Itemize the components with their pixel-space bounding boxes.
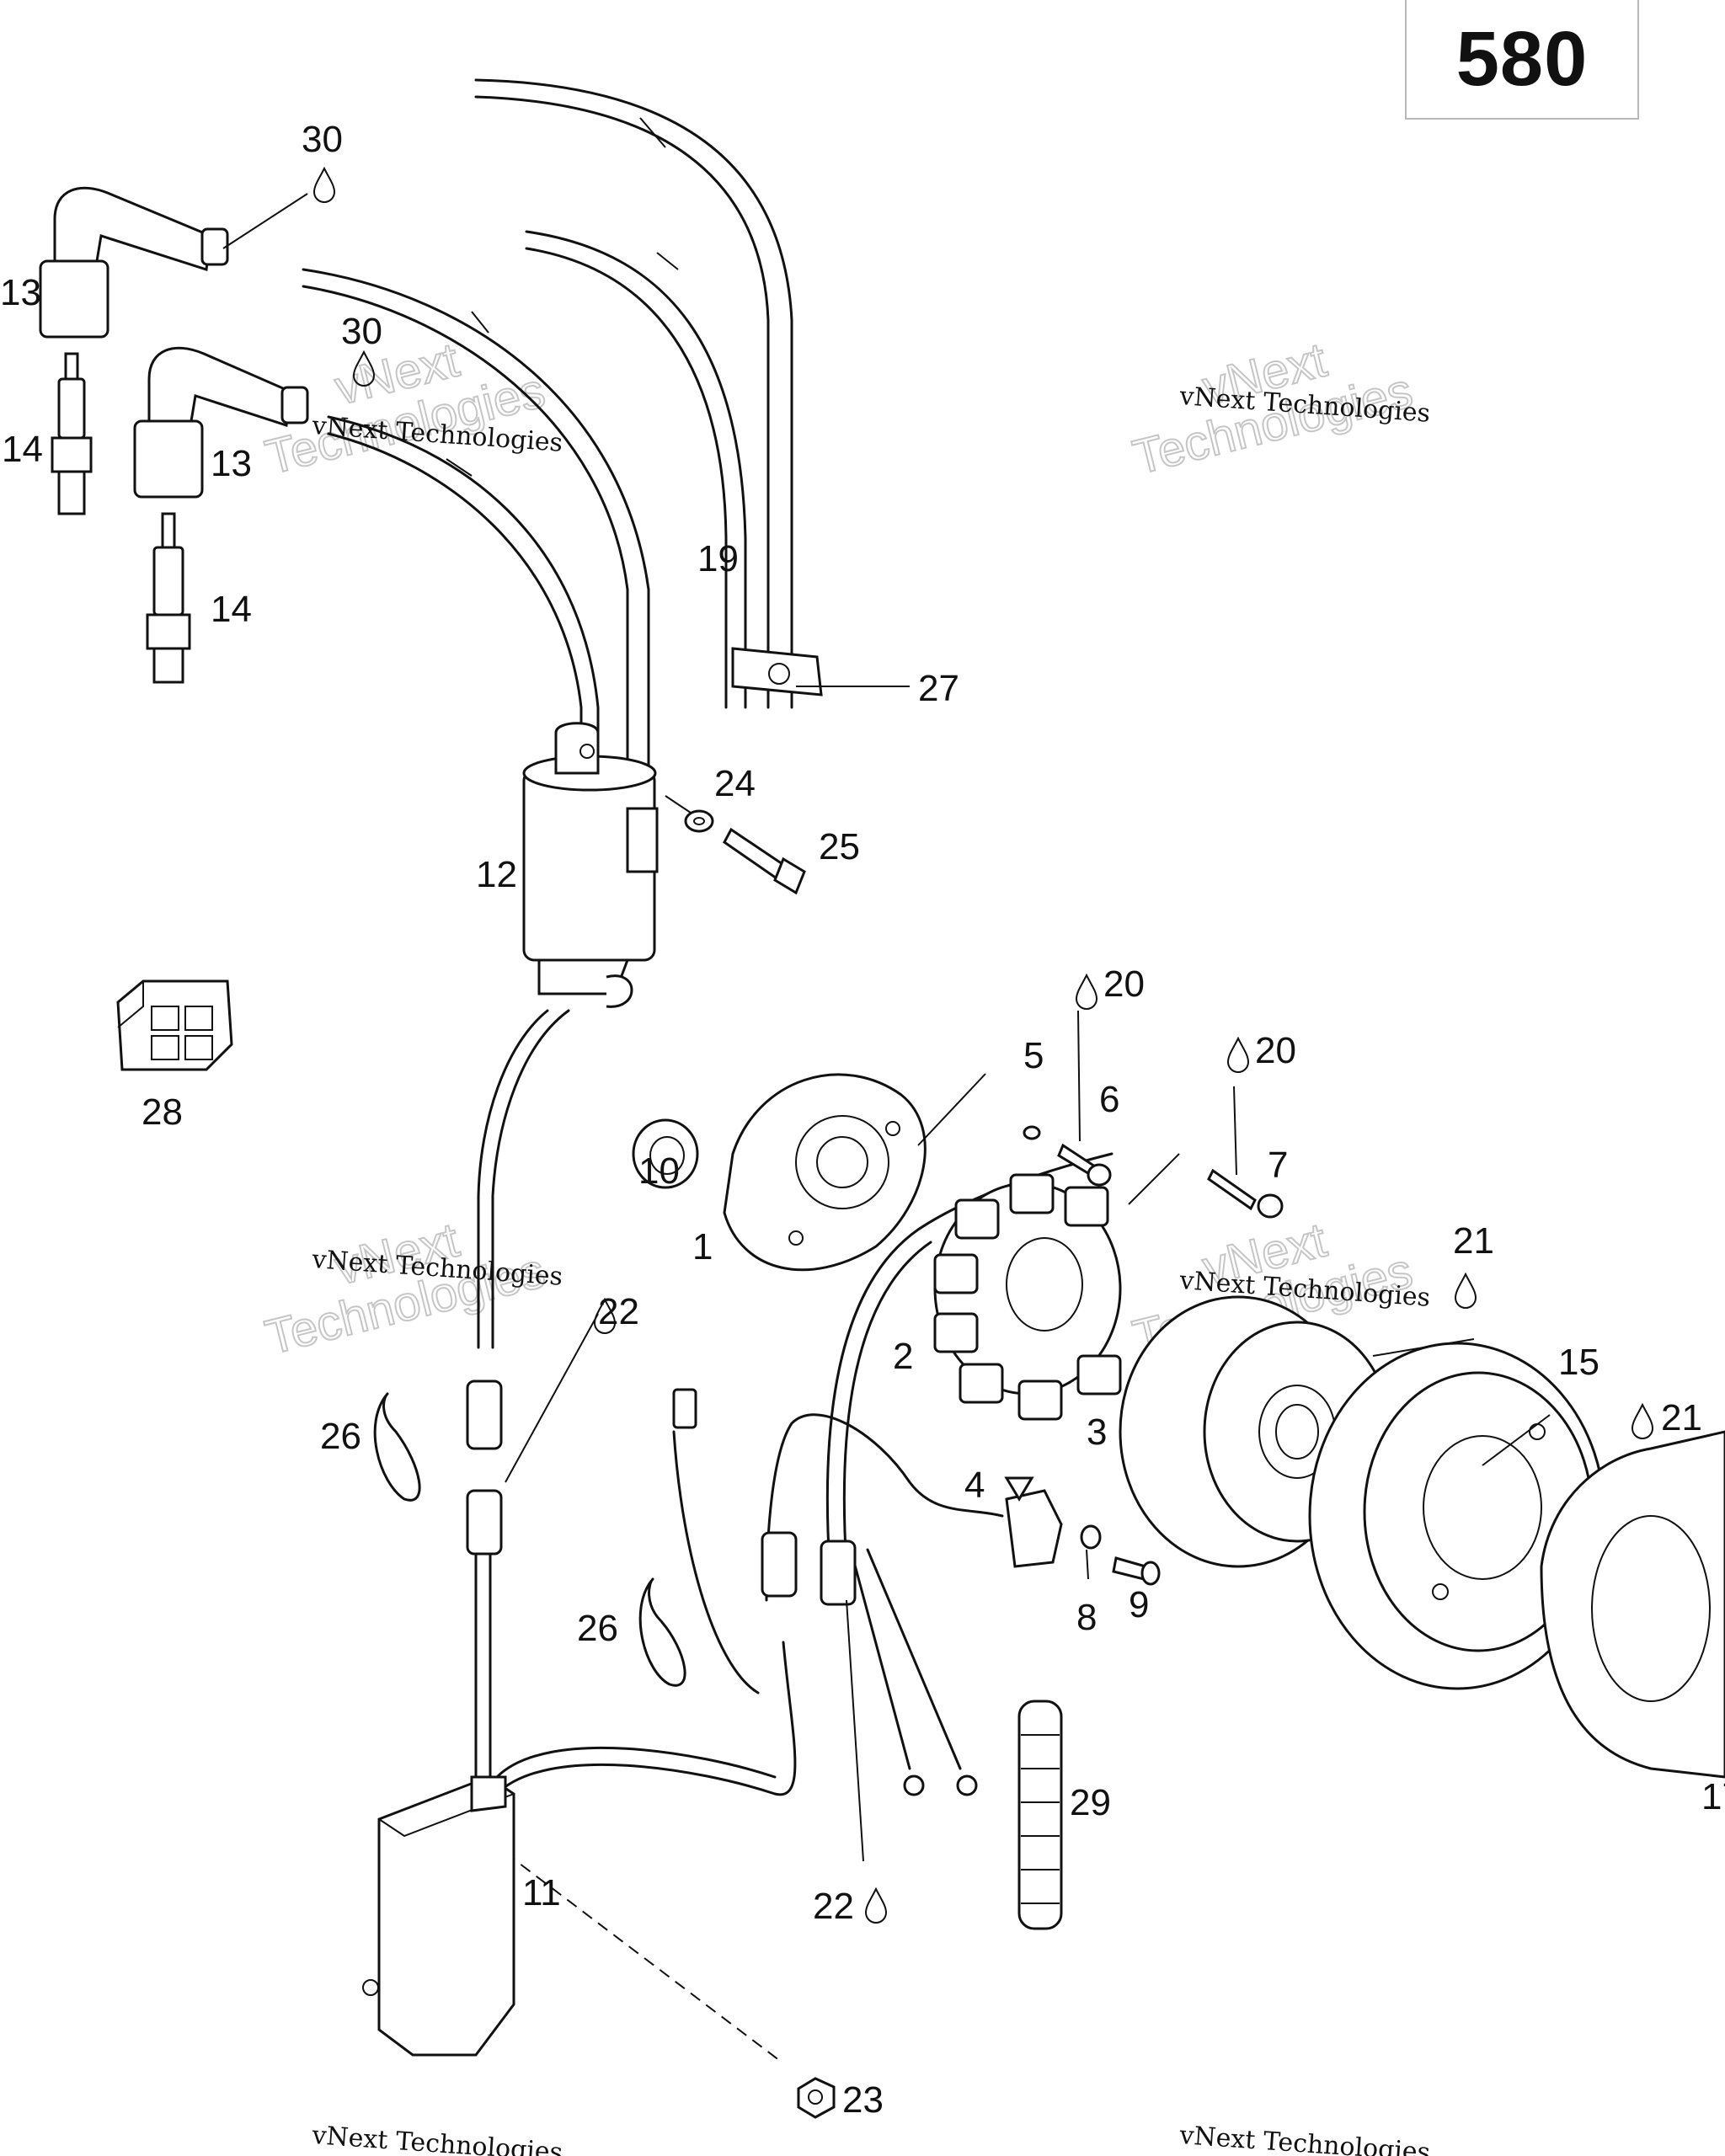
page-number: 580 xyxy=(1455,15,1589,102)
washer xyxy=(684,809,714,833)
connector xyxy=(466,1380,857,1606)
callout-22: 22 xyxy=(813,1886,854,1927)
callout-7: 7 xyxy=(1268,1145,1288,1186)
spark-plug-cap xyxy=(39,186,229,339)
callout-5: 5 xyxy=(1023,1035,1044,1076)
callout-26: 26 xyxy=(320,1416,361,1457)
leader-lines xyxy=(222,193,1551,1862)
callout-6: 6 xyxy=(1099,1079,1119,1120)
wire-clamp xyxy=(731,647,823,696)
drop-icon xyxy=(865,1888,887,1924)
callout-10: 10 xyxy=(638,1150,680,1192)
drop-icon xyxy=(313,168,335,203)
harness-wires xyxy=(474,1009,1114,2064)
shrink-tube xyxy=(1017,1700,1063,1930)
callout-21: 21 xyxy=(1661,1397,1702,1438)
drop-icon xyxy=(1076,974,1097,1010)
callout-labels: 30 13 30 14 13 14 19 27 24 25 12 28 20 5… xyxy=(0,119,1725,2121)
drop-icon xyxy=(1227,1038,1249,1073)
callout-1: 1 xyxy=(692,1226,713,1267)
callout-14: 14 xyxy=(2,429,43,470)
cable-tie xyxy=(373,1392,421,1502)
watermark-text: vNext Technologies xyxy=(1178,2121,1431,2156)
spark-plug xyxy=(146,512,191,684)
connector-housing xyxy=(116,979,233,1071)
callout-20: 20 xyxy=(1103,963,1145,1005)
callout-11: 11 xyxy=(522,1872,561,1913)
ignition-coil xyxy=(522,722,659,1008)
page-number-box: 580 xyxy=(1405,0,1639,120)
drop-icon xyxy=(1455,1273,1477,1309)
callout-9: 9 xyxy=(1129,1584,1149,1625)
callout-19: 19 xyxy=(697,538,739,579)
callout-28: 28 xyxy=(142,1091,183,1133)
coil-bolt xyxy=(723,827,806,895)
cable-tie xyxy=(638,1577,686,1687)
screw xyxy=(1207,1168,1284,1219)
cdi-module xyxy=(362,1775,515,2057)
callout-17: 17 xyxy=(1701,1776,1725,1817)
grommet xyxy=(632,1118,699,1189)
callout-22: 22 xyxy=(598,1291,639,1332)
callout-13: 13 xyxy=(0,272,41,313)
callout-25: 25 xyxy=(819,826,860,867)
callout-21: 21 xyxy=(1453,1220,1494,1262)
trigger-sensor xyxy=(1004,1476,1063,1568)
high-tension-wires xyxy=(302,78,793,835)
callout-3: 3 xyxy=(1087,1412,1107,1453)
ring-terminal xyxy=(903,1774,978,1796)
callout-30: 30 xyxy=(302,119,343,160)
callout-26: 26 xyxy=(577,1608,618,1649)
watermark-text: vNext Technologies xyxy=(310,2121,563,2156)
spark-plug-cap xyxy=(133,346,309,499)
callout-15: 15 xyxy=(1558,1342,1599,1383)
callout-27: 27 xyxy=(918,668,959,709)
callout-4: 4 xyxy=(964,1465,985,1506)
flat-washer xyxy=(1080,1524,1102,1550)
callout-29: 29 xyxy=(1070,1782,1111,1823)
callout-14: 14 xyxy=(211,589,252,630)
callout-12: 12 xyxy=(476,854,517,895)
callout-2: 2 xyxy=(893,1336,913,1377)
stator-plate xyxy=(723,1073,927,1272)
callout-20: 20 xyxy=(1255,1030,1296,1071)
starter-cup xyxy=(1540,1430,1725,1779)
callout-8: 8 xyxy=(1076,1597,1097,1638)
callout-24: 24 xyxy=(714,763,756,804)
callout-13: 13 xyxy=(211,443,252,484)
spark-plug xyxy=(51,352,93,515)
drop-icon xyxy=(1632,1404,1653,1439)
nut xyxy=(797,2077,836,2119)
callout-30: 30 xyxy=(341,311,382,352)
screw xyxy=(1057,1143,1112,1187)
screw xyxy=(1112,1556,1161,1586)
stator xyxy=(933,1173,1122,1421)
callout-23: 23 xyxy=(842,2079,884,2121)
lock-washer xyxy=(1023,1125,1041,1140)
